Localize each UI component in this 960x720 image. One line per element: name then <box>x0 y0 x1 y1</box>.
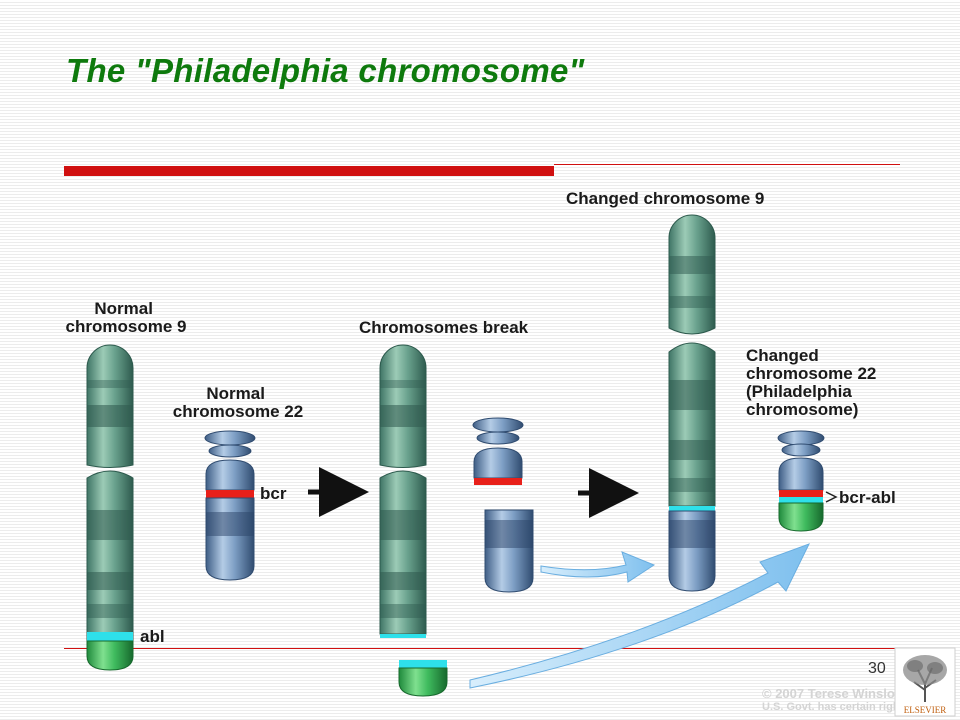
bcr-abl-pointer <box>825 491 838 503</box>
abl-band <box>87 632 133 641</box>
normal-chromosome-9 <box>86 344 134 671</box>
normal-chromosome-22 <box>204 430 256 581</box>
elsevier-logo: ELSEVIER <box>894 647 956 717</box>
label-bcr-abl: bcr-abl <box>839 488 896 507</box>
breaking-chromosome-22-top <box>472 417 524 485</box>
footer-rule <box>64 648 900 649</box>
philadelphia-chromosome <box>777 430 825 532</box>
label-abl: abl <box>140 627 165 646</box>
title-underline-thick <box>64 166 554 176</box>
label-normal-chromosome-22: Normal chromosome 22 <box>173 384 303 421</box>
label-changed-chromosome-9: Changed chromosome 9 <box>566 189 764 208</box>
image-credit-line-2: U.S. Govt. has certain rights <box>762 701 909 713</box>
detached-abl-fragment <box>398 660 448 697</box>
changed-chromosome-9 <box>668 214 716 592</box>
label-normal-chromosome-9: Normal chromosome 9 <box>66 299 187 336</box>
page-number: 30 <box>868 660 886 677</box>
label-chromosomes-break: Chromosomes break <box>359 318 529 337</box>
translocation-arrow-22-to-9 <box>540 551 656 583</box>
label-bcr: bcr <box>260 484 287 503</box>
translocation-arrow-9-to-22 <box>469 543 810 689</box>
image-credit-line-1: © 2007 Terese Winslow <box>762 686 906 701</box>
title-underline-thin <box>554 164 900 165</box>
breaking-chromosome-9 <box>379 344 427 638</box>
abl-segment <box>86 640 134 671</box>
breaking-chromosome-22-bottom <box>484 509 534 593</box>
svg-text:ELSEVIER: ELSEVIER <box>904 705 947 715</box>
bcr-band <box>206 490 254 498</box>
slide-title: The "Philadelphia chromosome" <box>66 52 585 89</box>
label-changed-chromosome-22: Changed chromosome 22 (Philadelphia chro… <box>746 346 881 419</box>
